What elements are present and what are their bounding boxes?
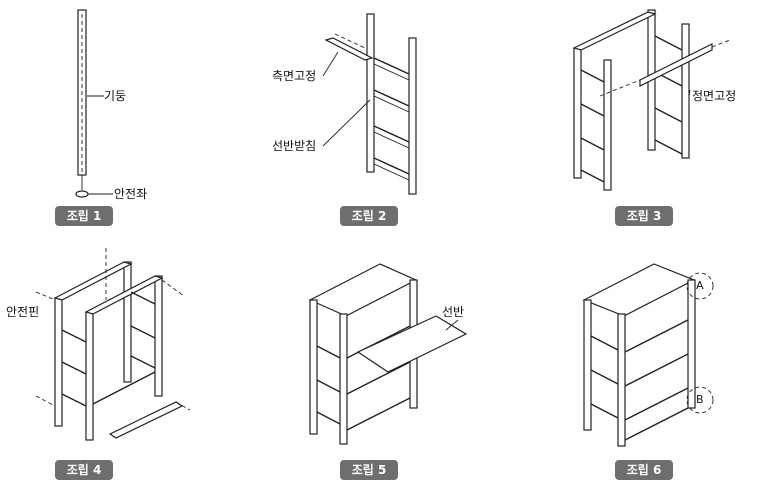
front-fix-rail-drawing <box>639 43 713 87</box>
step3-frame-drawing <box>572 9 731 191</box>
step6-frame-drawing <box>582 263 714 447</box>
side-fix-rail-drawing <box>324 37 374 61</box>
step1-post-drawing <box>75 9 113 198</box>
step-1-badge: 조립 1 <box>55 206 113 226</box>
step-4-badge: 조립 4 <box>55 460 113 480</box>
callout-front-fix: 정면고정 <box>692 89 737 103</box>
step-2-badge: 조립 2 <box>340 206 398 226</box>
detail-b-label: B <box>696 393 704 406</box>
step5-frame-drawing <box>308 263 468 445</box>
shelf-panel-drawing <box>356 315 468 373</box>
detail-a-circle <box>686 272 714 300</box>
safety-foot-drawing <box>75 190 89 198</box>
step4-frame-drawing <box>35 248 191 441</box>
step-6-badge: 조립 6 <box>615 460 673 480</box>
callout-side-fix: 측면고정 <box>272 69 317 83</box>
step-5-badge: 조립 5 <box>340 460 398 480</box>
detail-b-circle <box>686 386 714 414</box>
step-3-badge: 조립 3 <box>615 206 673 226</box>
callout-post: 기둥 <box>104 89 127 103</box>
callout-shelf: 선반 <box>442 305 465 319</box>
detail-a-label: A <box>696 279 704 292</box>
callout-shelf-support: 선반받침 <box>272 139 317 153</box>
callout-safety-foot: 안전좌 <box>114 187 148 201</box>
callout-safety-pin: 안전핀 <box>6 305 40 319</box>
step2-side-frame-drawing <box>322 13 417 195</box>
